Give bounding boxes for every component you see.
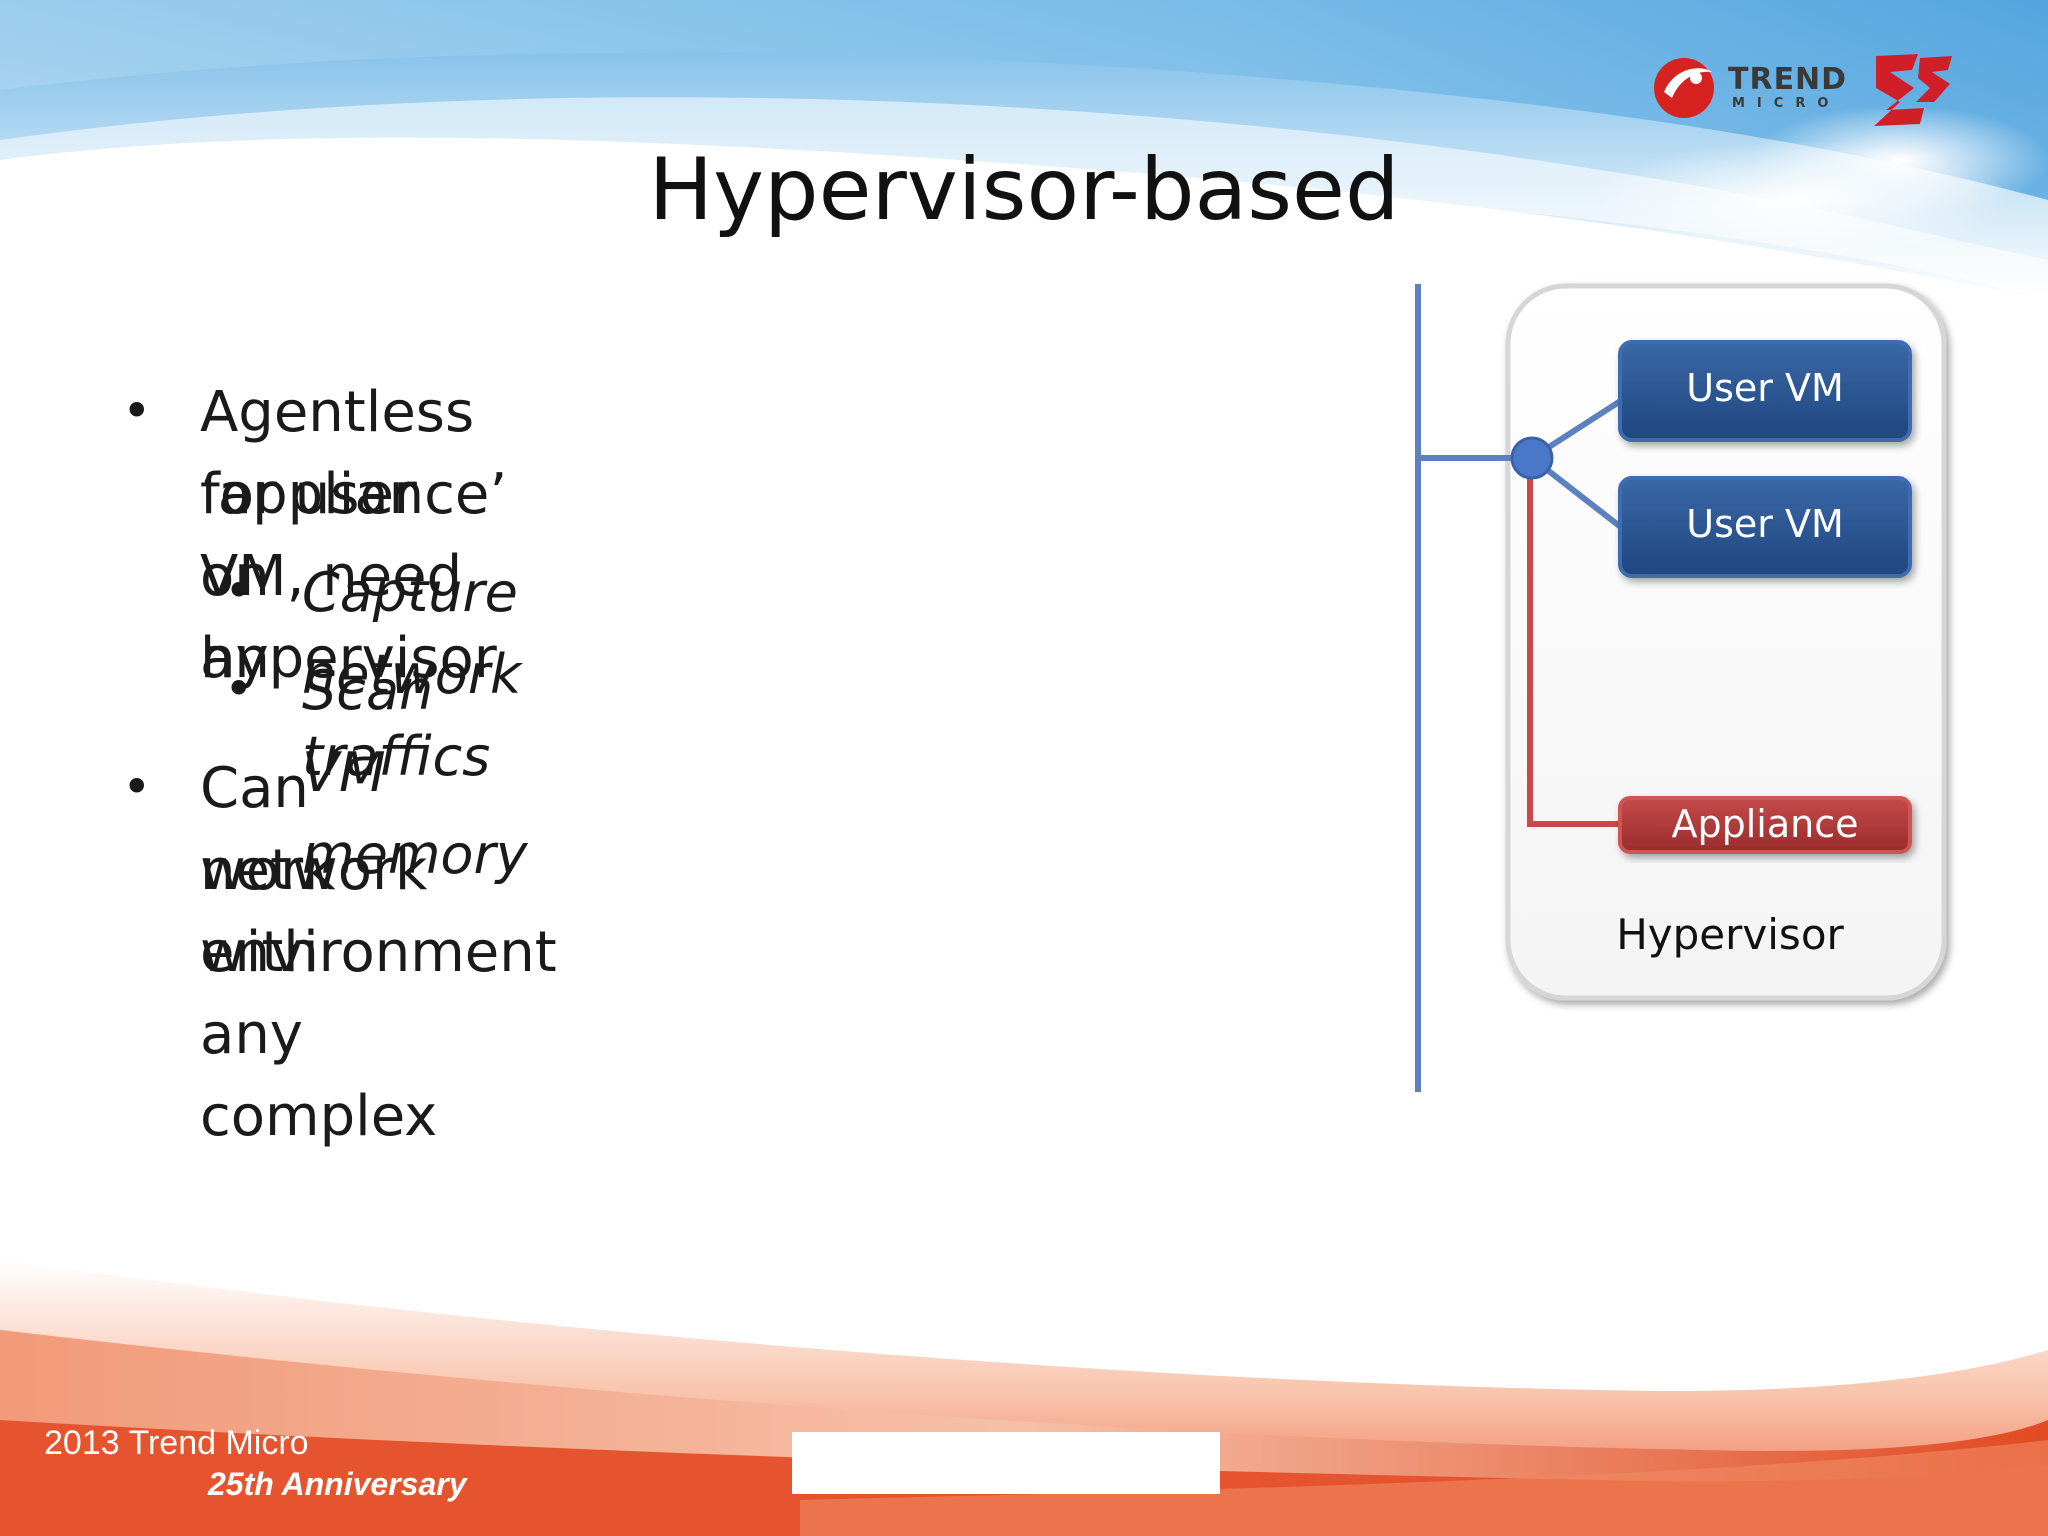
- trend-micro-logo: [1654, 54, 1952, 126]
- sub-bullet-1: Capture network traffics: [302, 561, 522, 788]
- appliance-label: Appliance: [1671, 802, 1859, 846]
- logo-sub-text: MICRO: [1732, 96, 1841, 111]
- user-vm-box-2: [1618, 476, 1912, 578]
- bullet-2-line2: network environment: [200, 838, 557, 985]
- bullet-marker: •: [122, 758, 152, 816]
- bullet-1-line2: ‘appliance’ on hypervisor: [200, 462, 508, 691]
- bullet-1-line1: Agentless for user VM, need an: [200, 380, 475, 691]
- sub-bullet-2: Scan VM memory: [302, 659, 528, 886]
- footer-anniversary: 25th Anniversary: [208, 1466, 467, 1502]
- network-switch-node: [1510, 436, 1554, 480]
- appliance-link: [1527, 462, 1622, 827]
- logo-brand-text: TREND: [1728, 62, 1848, 97]
- bullet-marker: •: [122, 382, 152, 440]
- sub-bullet-marker: •: [224, 660, 254, 718]
- footer-copyright: 2013 Trend Micro: [44, 1424, 309, 1462]
- appliance-box: [1618, 796, 1912, 854]
- bullet-2-line1: Can work with any complex: [200, 756, 438, 1149]
- sub-bullet-marker: •: [224, 562, 254, 620]
- slide-title: Hypervisor-based: [648, 140, 1400, 240]
- user-vm-box-1: [1618, 340, 1912, 442]
- hypervisor-label: Hypervisor: [1616, 910, 1844, 959]
- footer-blank-box: [792, 1432, 1220, 1494]
- user-vm-label-2: User VM: [1686, 502, 1844, 546]
- user-vm-label-1: User VM: [1686, 366, 1844, 410]
